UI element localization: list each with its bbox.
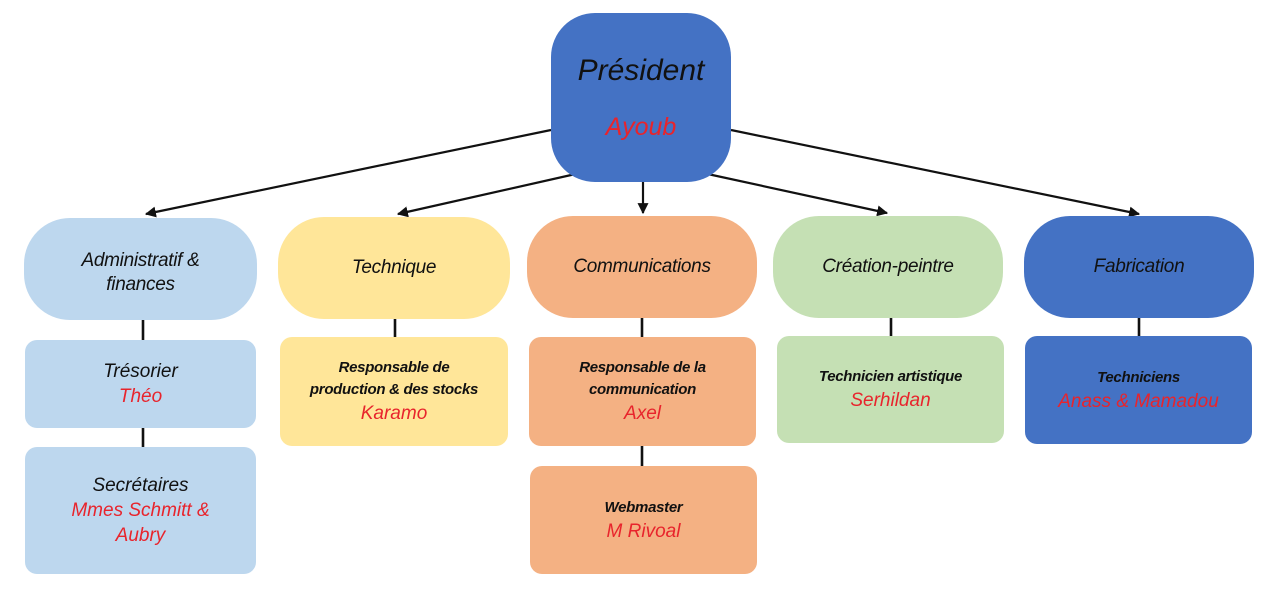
role-webmaster-title: Webmaster [604,498,683,516]
role-techniciens-name: Anass & Mamadou [1058,390,1219,412]
role-webmaster: Webmaster M Rivoal [530,466,757,574]
dept-creation-peintre: Création-peintre [773,216,1003,318]
president-name: Ayoub [605,112,677,141]
role-responsable-production: Responsable de production & des stocks K… [280,337,508,446]
role-production-title-line2: production & des stocks [309,381,479,398]
role-tresorier: Trésorier Théo [25,340,256,428]
arrow-to-creation [702,171,889,217]
role-tech-art-name: Serhildan [850,390,931,411]
dept-fabrication-title: Fabrication [1093,256,1185,277]
role-resp-comm-name: Axel [624,403,661,424]
arrow-to-admin [144,128,552,218]
role-resp-comm-title-line2: communication [589,381,696,398]
dept-creation-title: Création-peintre [822,256,954,277]
dept-admin-finances: Administratif & finances [24,218,257,320]
role-technicien-artistique: Technicien artistique Serhildan [777,336,1004,443]
role-production-name: Karamo [360,403,428,424]
dept-technique: Technique [278,217,510,319]
dept-fabrication: Fabrication [1024,216,1254,318]
role-secretaires-name-line1: Mmes Schmitt & [71,500,210,521]
president-box: Président Ayoub [551,13,731,182]
role-techniciens-title: Techniciens [1097,368,1180,386]
role-secretaires-title: Secrétaires [92,475,189,496]
arrow-to-technique [396,171,581,218]
dept-admin-title-line1: Administratif & [81,250,200,271]
dept-admin-title: Administratif & finances [82,241,200,297]
dept-technique-title: Technique [351,257,437,278]
role-tresorier-title: Trésorier [103,361,178,382]
role-production-title-line1: Responsable de [338,359,450,376]
president-title: Président [577,53,705,87]
role-resp-comm-title-line1: Responsable de la [579,359,706,376]
role-tech-art-title: Technicien artistique [818,368,963,385]
arrow-to-fabrication [730,128,1141,218]
role-secretaires: Secrétaires Mmes Schmitt & Aubry [25,447,256,574]
dept-communications: Communications [527,216,757,318]
role-secretaires-name-line2: Aubry [115,525,166,546]
role-webmaster-name: M Rivoal [606,520,681,542]
dept-communications-title: Communications [573,256,711,277]
role-techniciens: Techniciens Anass & Mamadou [1025,336,1252,444]
dept-admin-title-line2: finances [106,274,175,295]
role-tresorier-name: Théo [118,386,163,407]
role-responsable-communication: Responsable de la communication Axel [529,337,756,446]
